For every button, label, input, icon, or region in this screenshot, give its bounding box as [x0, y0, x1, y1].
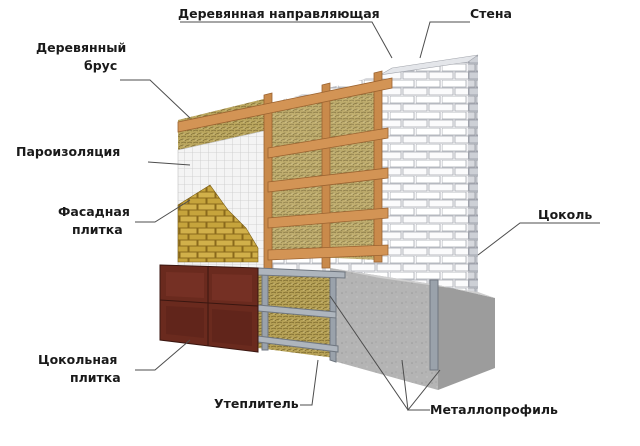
metal-profile-3: [430, 280, 438, 370]
leader-plinth: [478, 223, 600, 255]
label-wooden-beam-line1: Деревянный: [36, 40, 126, 56]
leader-plinth-tile: [135, 340, 190, 370]
leader-wall: [420, 22, 470, 58]
plinth-front: [330, 268, 438, 390]
plinth-tiles: [160, 265, 258, 352]
label-facade-tile-line2: плитка: [72, 222, 123, 238]
wooden-guide-3: [374, 71, 382, 262]
label-metal-profile: Металлопрофиль: [430, 402, 558, 418]
leader-insulation: [300, 360, 318, 405]
label-wooden-guide: Деревянная направляющая: [178, 6, 380, 22]
label-plinth-tile-line1: Цокольная: [38, 352, 117, 368]
leader-wooden-guide: [180, 22, 392, 58]
label-wooden-beam-line2: брус: [84, 58, 117, 74]
label-insulation: Утеплитель: [214, 396, 299, 412]
label-plinth-tile-line2: плитка: [70, 370, 121, 386]
plinth-side: [438, 285, 495, 390]
label-plinth: Цоколь: [538, 207, 592, 223]
leader-wooden-beam: [120, 80, 190, 118]
brick-wall-side: [468, 55, 478, 305]
label-wall: Стена: [470, 6, 512, 22]
brick-wall-face: [380, 62, 468, 310]
label-vapor-barrier: Пароизоляция: [16, 144, 120, 160]
label-facade-tile-line1: Фасадная: [58, 204, 130, 220]
